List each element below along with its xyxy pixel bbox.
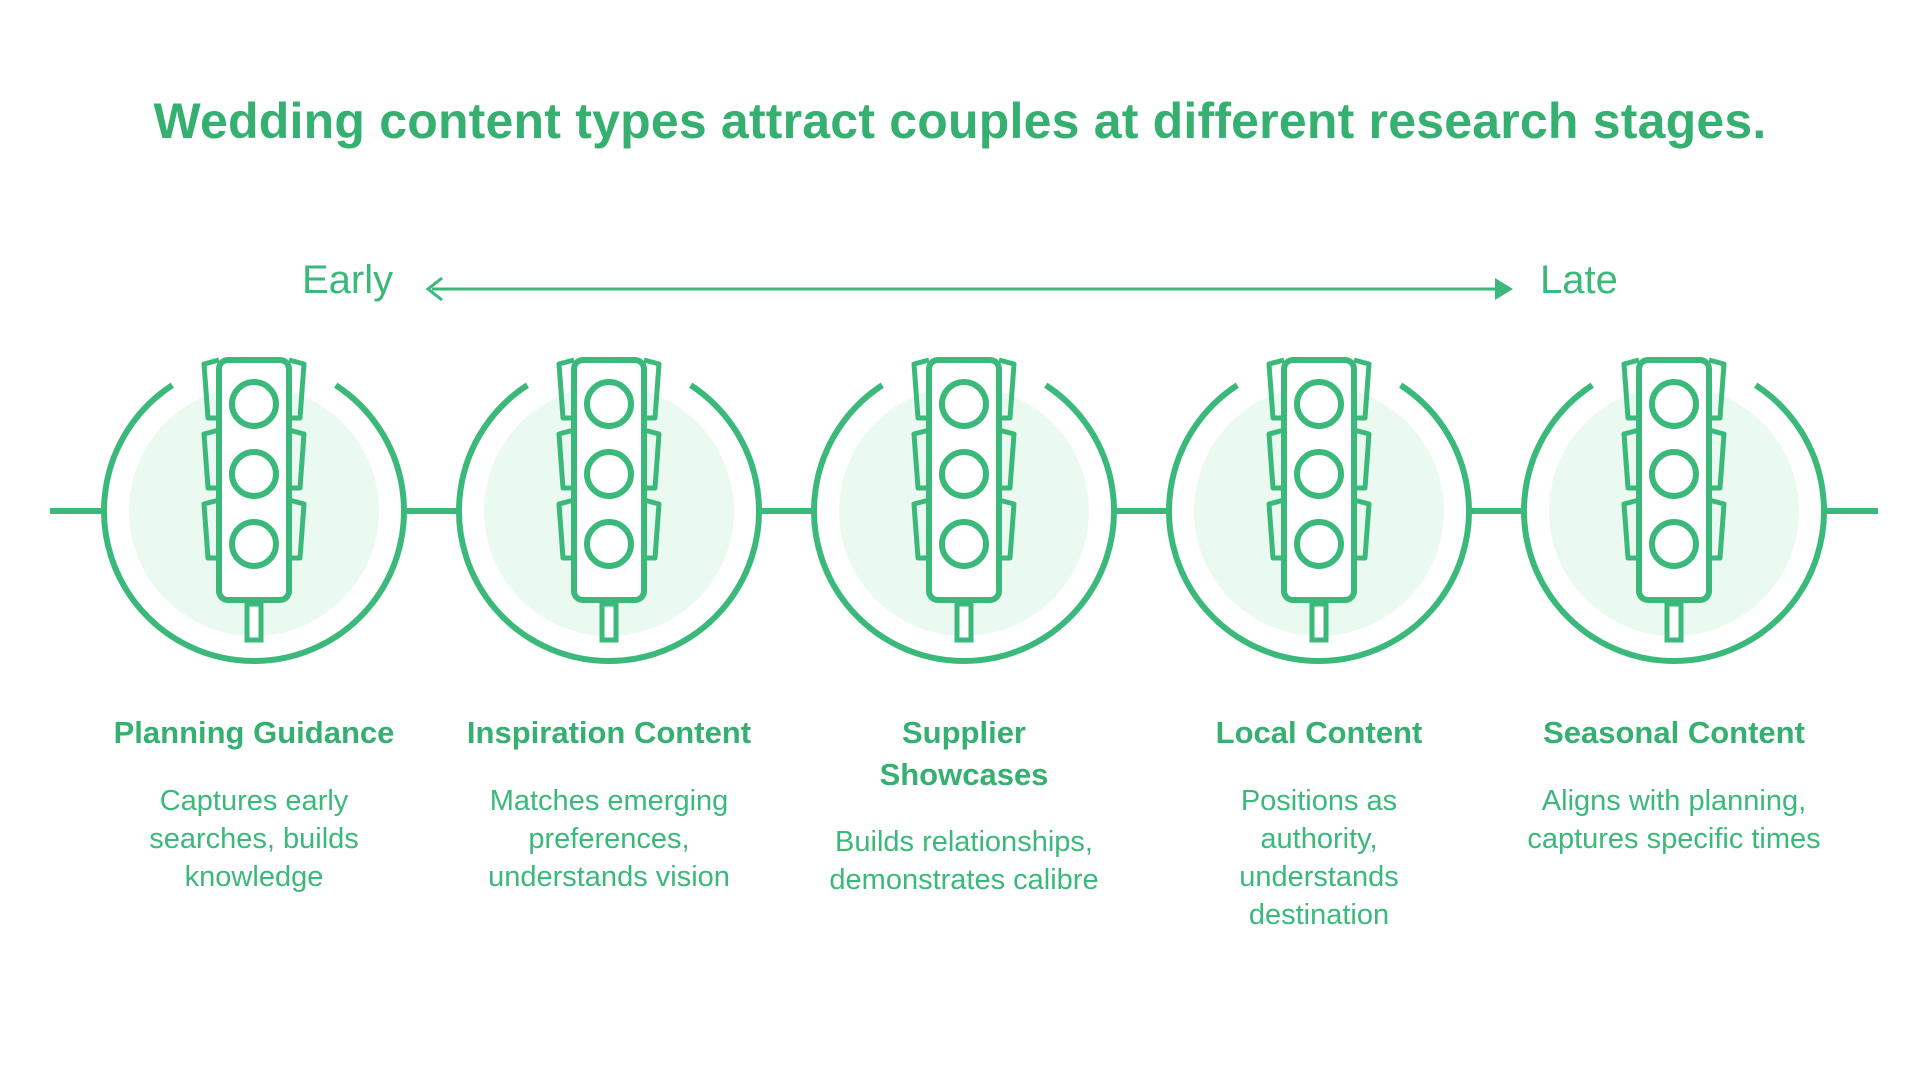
stage-5-title: Seasonal Content bbox=[1543, 715, 1805, 750]
traffic-light-icon bbox=[201, 357, 307, 643]
stage-5-description: Aligns with planning, captures specific … bbox=[1527, 785, 1821, 855]
stage-circle-ring bbox=[1521, 382, 1827, 664]
stage-2-badge bbox=[456, 357, 762, 664]
stage-1-description: Captures early searches, builds knowledg… bbox=[149, 785, 359, 893]
stage-3-description: Builds relationships, demonstrates calib… bbox=[829, 826, 1099, 896]
traffic-light-icon bbox=[1266, 357, 1372, 643]
stage-5-badge bbox=[1521, 357, 1827, 664]
late-label: Late bbox=[1540, 258, 1618, 302]
stage-circle-ring bbox=[811, 382, 1117, 664]
arrow-left-head bbox=[425, 276, 443, 302]
stage-circle-ring bbox=[456, 382, 762, 664]
stage-icons bbox=[101, 357, 1827, 664]
timeline-arrow bbox=[425, 276, 1513, 302]
traffic-light-icon bbox=[1621, 357, 1727, 643]
stage-circle-ring bbox=[101, 382, 407, 664]
stage-circle-ring bbox=[1166, 382, 1472, 664]
page-title: Wedding content types attract couples at… bbox=[153, 93, 1767, 149]
stage-4-badge bbox=[1166, 357, 1472, 664]
stage-2-description: Matches emerging preferences, understand… bbox=[488, 785, 730, 893]
arrow-right-head bbox=[1495, 278, 1513, 300]
traffic-light-icon bbox=[556, 357, 662, 643]
stage-3-badge bbox=[811, 357, 1117, 664]
early-label: Early bbox=[302, 258, 394, 302]
stage-2-title: Inspiration Content bbox=[466, 715, 752, 750]
traffic-light-icon bbox=[911, 357, 1017, 643]
stage-3-title: Supplier Showcases bbox=[879, 715, 1049, 792]
stage-1-badge bbox=[101, 357, 407, 664]
stage-4-description: Positions as authority, understands dest… bbox=[1239, 785, 1399, 931]
stage-1-title: Planning Guidance bbox=[113, 715, 395, 750]
stage-4-title: Local Content bbox=[1215, 715, 1423, 750]
